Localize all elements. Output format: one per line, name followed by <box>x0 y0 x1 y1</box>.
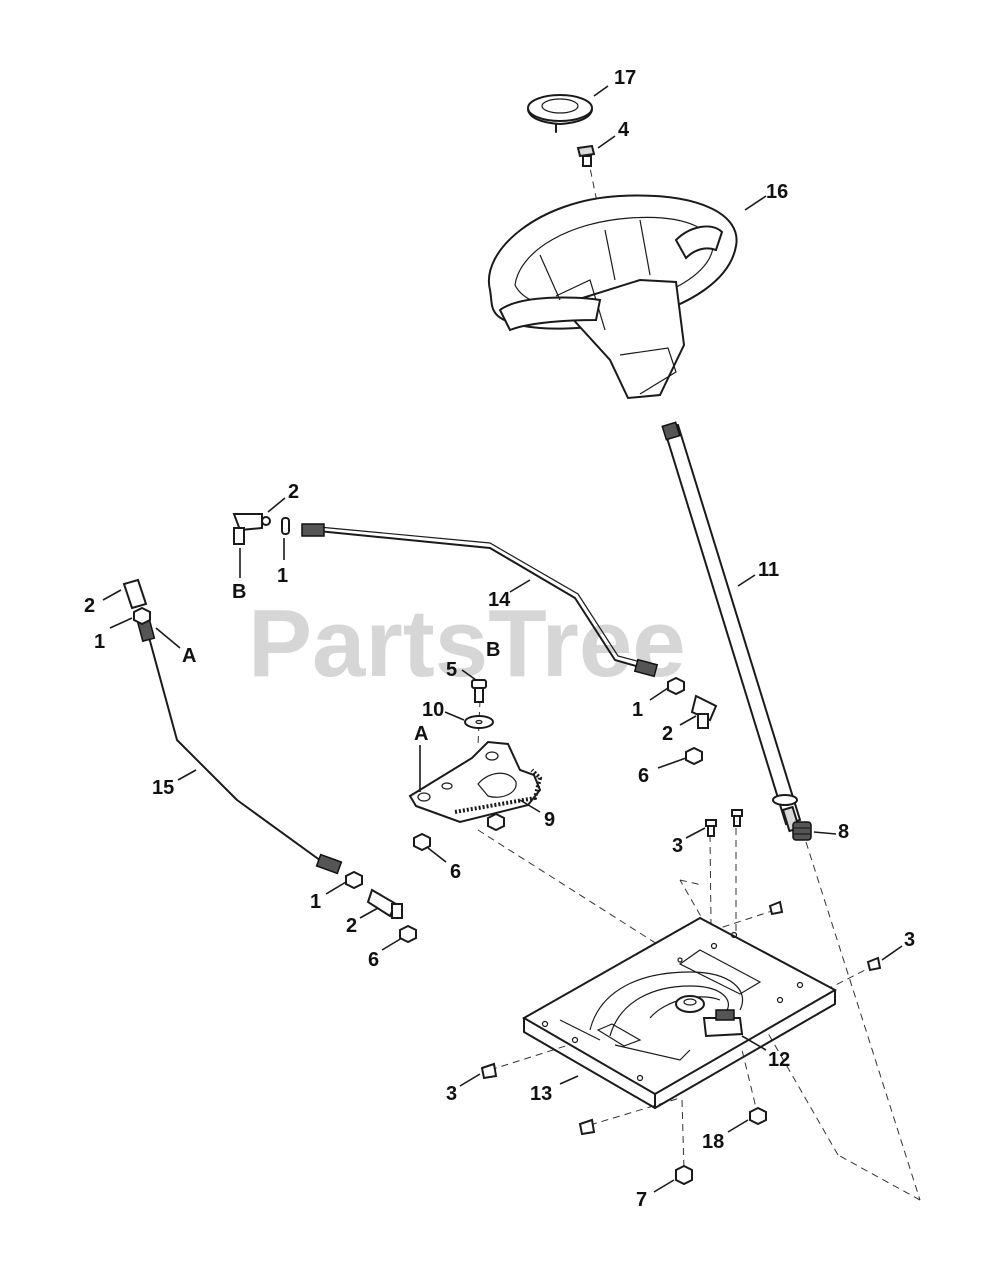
drag-link-14 <box>301 523 659 678</box>
nut-6-center <box>413 832 431 852</box>
nut-7 <box>675 1164 693 1186</box>
callout-1-right: 1 <box>632 699 643 721</box>
nut-6-gear <box>487 812 505 832</box>
callout-18: 18 <box>702 1131 724 1153</box>
callout-8: 8 <box>838 821 849 843</box>
callout-9: 9 <box>544 809 555 831</box>
callout-2-bottom: 2 <box>346 915 357 937</box>
callout-b-top: B <box>232 581 246 603</box>
callout-5: 5 <box>446 659 457 681</box>
nut-1-left <box>133 606 151 626</box>
bolt-4 <box>576 144 596 167</box>
callout-13: 13 <box>530 1083 552 1105</box>
pinion-gear-8 <box>792 821 812 841</box>
callout-3-upper: 3 <box>672 835 683 857</box>
screw-3-upper-b <box>731 809 743 827</box>
callout-2-top: 2 <box>288 481 299 503</box>
callout-1-bottom: 1 <box>310 891 321 913</box>
callout-6-right: 6 <box>638 765 649 787</box>
screw-3-bottom <box>578 1118 596 1136</box>
nut-1-right <box>667 676 685 696</box>
callout-1-left: 1 <box>94 631 105 653</box>
callout-b-center: B <box>486 639 500 661</box>
callout-6-bottom: 6 <box>368 949 379 971</box>
callout-14: 14 <box>488 589 511 611</box>
nut-1-top <box>281 517 290 535</box>
callout-12: 12 <box>768 1049 790 1071</box>
sector-gear-9 <box>408 740 543 824</box>
steering-wheel-16 <box>487 194 738 400</box>
nut-1-bottom <box>345 870 363 890</box>
callout-1-top: 1 <box>277 565 288 587</box>
pivot-assembly-12 <box>675 995 744 1038</box>
callout-6-center: 6 <box>450 861 461 883</box>
ball-joint-2-top <box>232 513 271 545</box>
callout-3-left: 3 <box>446 1083 457 1105</box>
callout-2-right: 2 <box>662 723 673 745</box>
steering-cap-17 <box>527 94 593 133</box>
callout-a-center: A <box>414 723 428 745</box>
washer-10 <box>464 715 494 729</box>
callout-a-left: A <box>182 645 196 667</box>
watermark: PartsTree <box>248 590 686 697</box>
screw-3-upper-a <box>705 819 717 837</box>
ball-joint-2-right <box>690 694 718 729</box>
callout-11: 11 <box>758 559 779 581</box>
screw-3-left <box>480 1062 498 1080</box>
callout-3-right: 3 <box>904 929 915 951</box>
callout-7: 7 <box>636 1189 647 1211</box>
callout-17: 17 <box>614 67 636 89</box>
drag-link-15 <box>136 617 343 875</box>
callouts: 17 4 16 2 1 B 14 11 2 1 A B 5 10 A 1 2 6… <box>84 67 915 1211</box>
nut-6-right <box>685 746 703 766</box>
callout-4: 4 <box>618 119 630 141</box>
callout-2-left: 2 <box>84 595 95 617</box>
ball-joint-2-bottom <box>366 888 403 919</box>
ball-joint-2-left <box>122 578 148 610</box>
screw-3-right <box>768 900 882 972</box>
callout-10: 10 <box>422 699 444 721</box>
callout-15: 15 <box>152 777 174 799</box>
bolt-5 <box>471 679 487 703</box>
leader-lines <box>102 85 903 1193</box>
nut-6-bottom <box>399 924 417 944</box>
callout-16: 16 <box>766 181 788 203</box>
nut-18 <box>749 1106 767 1126</box>
